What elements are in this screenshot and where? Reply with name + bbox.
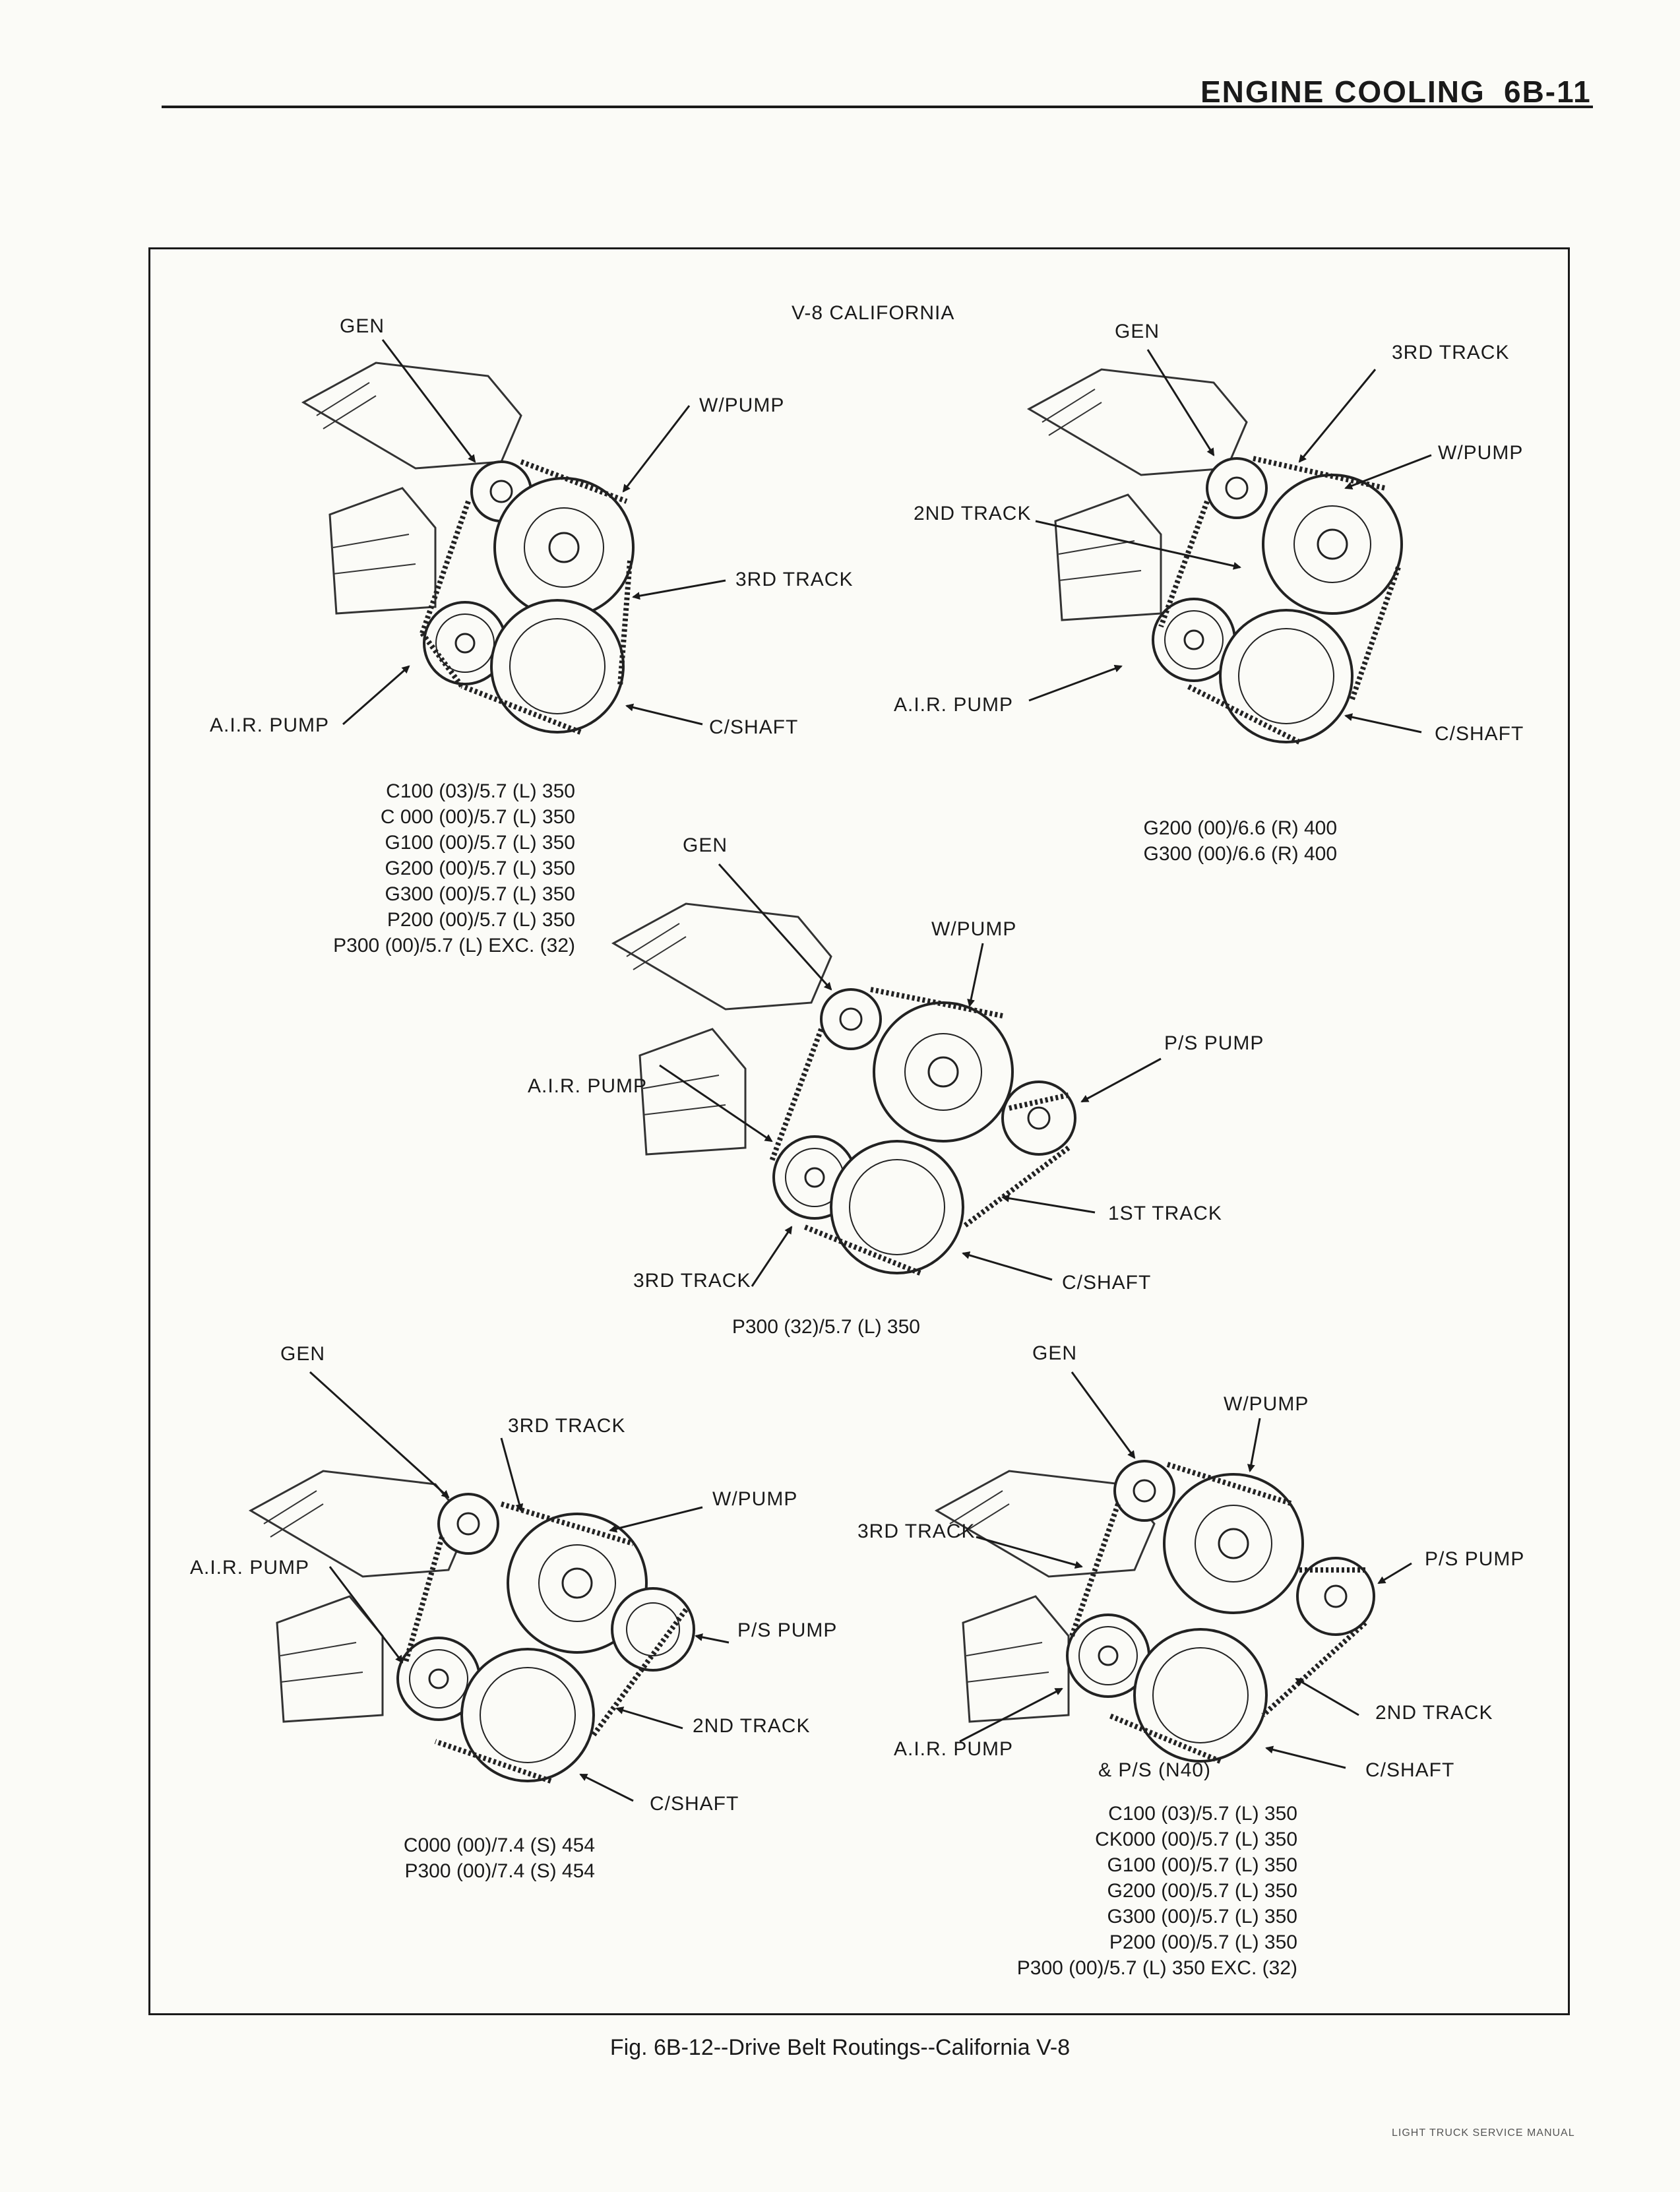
d1-wpump-pulley <box>493 477 635 618</box>
d3-3rd-track-label: 3RD TRACK <box>633 1270 751 1292</box>
d5-model-list: C100 (03)/5.7 (L) 350 CK000 (00)/5.7 (L)… <box>1017 1801 1297 1981</box>
d2-model-list: G200 (00)/6.6 (R) 400 G300 (00)/6.6 (R) … <box>1144 815 1337 867</box>
d3-air-pump-label: A.I.R. PUMP <box>528 1075 648 1097</box>
d5-cshaft-label: C/SHAFT <box>1365 1759 1455 1781</box>
d3-cshaft-label: C/SHAFT <box>1062 1272 1152 1294</box>
d3-1st-track-label: 1ST TRACK <box>1108 1203 1222 1224</box>
d5-model: P300 (00)/5.7 (L) 350 EXC. (32) <box>1016 1957 1297 1979</box>
d5-2nd-track-label: 2ND TRACK <box>1375 1702 1493 1724</box>
d1-model: P300 (00)/5.7 (L) EXC. (32) <box>333 935 575 956</box>
d5-model: G200 (00)/5.7 (L) 350 <box>1107 1880 1297 1902</box>
d4-model: P300 (00)/7.4 (S) 454 <box>404 1860 595 1882</box>
d5-ps-pump-label: P/S PUMP <box>1425 1548 1525 1570</box>
d1-model: C100 (03)/5.7 (L) 350 <box>386 780 575 802</box>
d3-wpump-label: W/PUMP <box>931 918 1017 940</box>
d1-model: G300 (00)/5.7 (L) 350 <box>385 883 575 905</box>
d1-model: C 000 (00)/5.7 (L) 350 <box>380 806 575 828</box>
d1-gen-label: GEN <box>340 315 385 337</box>
d2-model: G200 (00)/6.6 (R) 400 <box>1143 817 1337 839</box>
d1-model: P200 (00)/5.7 (L) 350 <box>387 909 575 931</box>
d5-air-pump-label: A.I.R. PUMP <box>894 1738 1014 1760</box>
d4-gen-label: GEN <box>280 1343 326 1365</box>
diagram-2-drawing <box>1028 349 1432 745</box>
d5-model: C100 (03)/5.7 (L) 350 <box>1108 1803 1297 1825</box>
diagram-1-drawing <box>302 339 726 735</box>
d2-2nd-track-label: 2ND TRACK <box>914 503 1032 524</box>
diagram-4-drawing <box>249 1371 730 1802</box>
d5-model: G300 (00)/5.7 (L) 350 <box>1107 1906 1297 1927</box>
d4-ps-pump-label: P/S PUMP <box>737 1619 838 1641</box>
d1-model: G200 (00)/5.7 (L) 350 <box>385 858 575 879</box>
diagram-3-drawing <box>612 863 1162 1287</box>
footer-text: LIGHT TRUCK SERVICE MANUAL <box>1392 2127 1575 2139</box>
d5-model: G100 (00)/5.7 (L) 350 <box>1107 1854 1297 1876</box>
d2-cshaft-label: C/SHAFT <box>1435 723 1524 745</box>
d4-model: C000 (00)/7.4 (S) 454 <box>403 1834 595 1856</box>
d4-air-pump-label: A.I.R. PUMP <box>190 1557 310 1579</box>
diagram-5-drawing <box>935 1371 1412 1769</box>
d1-model-list: C100 (03)/5.7 (L) 350 C 000 (00)/5.7 (L)… <box>333 778 575 958</box>
d1-air-pump-label: A.I.R. PUMP <box>210 714 330 736</box>
d3-gen-label: GEN <box>683 834 728 856</box>
d2-air-pump-label: A.I.R. PUMP <box>894 694 1014 716</box>
d1-wpump-label: W/PUMP <box>699 394 785 416</box>
d3-model-list: P300 (32)/5.7 (L) 350 <box>732 1314 920 1340</box>
d5-gen-label: GEN <box>1032 1342 1078 1364</box>
figure-frame <box>148 247 1570 2015</box>
d1-cshaft-label: C/SHAFT <box>709 716 799 738</box>
d1-3rd-track-label: 3RD TRACK <box>735 569 854 590</box>
d5-model: P200 (00)/5.7 (L) 350 <box>1109 1931 1297 1953</box>
page-number: 6B-11 <box>1504 75 1592 109</box>
d1-cshaft-pulley <box>490 599 625 734</box>
d5-ps-note: & P/S (N40) <box>1098 1759 1212 1781</box>
d2-gen-label: GEN <box>1115 321 1160 342</box>
header-rule <box>162 106 1593 108</box>
d4-cshaft-label: C/SHAFT <box>650 1793 739 1815</box>
d4-3rd-track-label: 3RD TRACK <box>508 1415 626 1437</box>
d5-model: CK000 (00)/5.7 (L) 350 <box>1095 1829 1297 1850</box>
d5-3rd-track-label: 3RD TRACK <box>857 1520 976 1542</box>
section-title: ENGINE COOLING <box>1200 75 1485 109</box>
d5-wpump-label: W/PUMP <box>1224 1393 1309 1415</box>
d4-model-list: C000 (00)/7.4 (S) 454 P300 (00)/7.4 (S) … <box>404 1832 595 1884</box>
d1-model: G100 (00)/5.7 (L) 350 <box>385 832 575 854</box>
d2-model: G300 (00)/6.6 (R) 400 <box>1143 843 1337 865</box>
d3-model: P300 (32)/5.7 (L) 350 <box>731 1316 920 1338</box>
d3-ps-pump-label: P/S PUMP <box>1164 1032 1264 1054</box>
d4-wpump-label: W/PUMP <box>712 1488 798 1510</box>
d2-wpump-label: W/PUMP <box>1438 442 1524 464</box>
figure-caption: Fig. 6B-12--Drive Belt Routings--Califor… <box>609 2035 1071 2060</box>
d4-2nd-track-label: 2ND TRACK <box>693 1715 811 1737</box>
figure-heading: V-8 CALIFORNIA <box>792 302 955 324</box>
d2-3rd-track-label: 3RD TRACK <box>1392 342 1510 363</box>
